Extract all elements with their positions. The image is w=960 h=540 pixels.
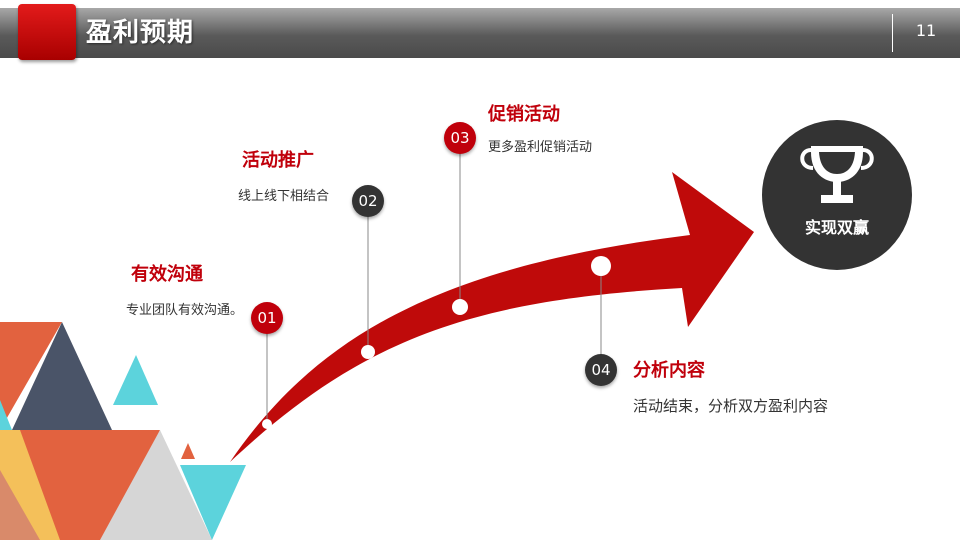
trophy-icon xyxy=(800,146,874,203)
step-desc-03: 更多盈利促销活动 xyxy=(488,140,593,155)
step-title-02: 活动推广 xyxy=(242,150,314,171)
title-bar xyxy=(0,8,960,58)
step-title-04: 分析内容 xyxy=(633,360,705,381)
header-divider xyxy=(892,14,893,52)
step-badge-01: 01 xyxy=(251,302,283,334)
step-title-01: 有效沟通 xyxy=(131,264,203,285)
step-badge-02: 02 xyxy=(352,185,384,217)
step-desc-04: 活动结束，分析双方盈利内容 xyxy=(633,397,829,415)
triangle-gray xyxy=(100,430,212,540)
page-number: 11 xyxy=(915,21,937,40)
page-title: 盈利预期 xyxy=(86,18,195,48)
step-desc-02: 线上线下相结合 xyxy=(238,189,330,204)
triangle-peach xyxy=(0,470,40,540)
goal-label: 实现双赢 xyxy=(804,218,869,237)
triangle-orange-top xyxy=(0,322,62,430)
arrow-dot-03 xyxy=(452,299,468,315)
growth-arrow xyxy=(230,172,754,462)
step-badge-03: 03 xyxy=(444,122,476,154)
triangle-cyan-edge xyxy=(0,400,12,430)
triangle-cyan-small xyxy=(113,355,158,405)
triangle-cyan-bottom xyxy=(180,465,246,540)
title-accent-block xyxy=(18,4,76,60)
triangle-orange-bottom xyxy=(20,430,160,540)
decorative-triangles xyxy=(0,322,246,540)
arrow-dot-01 xyxy=(262,419,272,429)
step-badge-04: 04 xyxy=(585,354,617,386)
triangle-orange-tiny xyxy=(181,443,195,459)
arrow-dot-04 xyxy=(591,256,611,276)
triangle-slate xyxy=(12,322,112,430)
step-desc-01: 专业团队有效沟通。 xyxy=(126,303,244,318)
step-title-03: 促销活动 xyxy=(488,104,560,125)
arrow-dot-02 xyxy=(361,345,375,359)
